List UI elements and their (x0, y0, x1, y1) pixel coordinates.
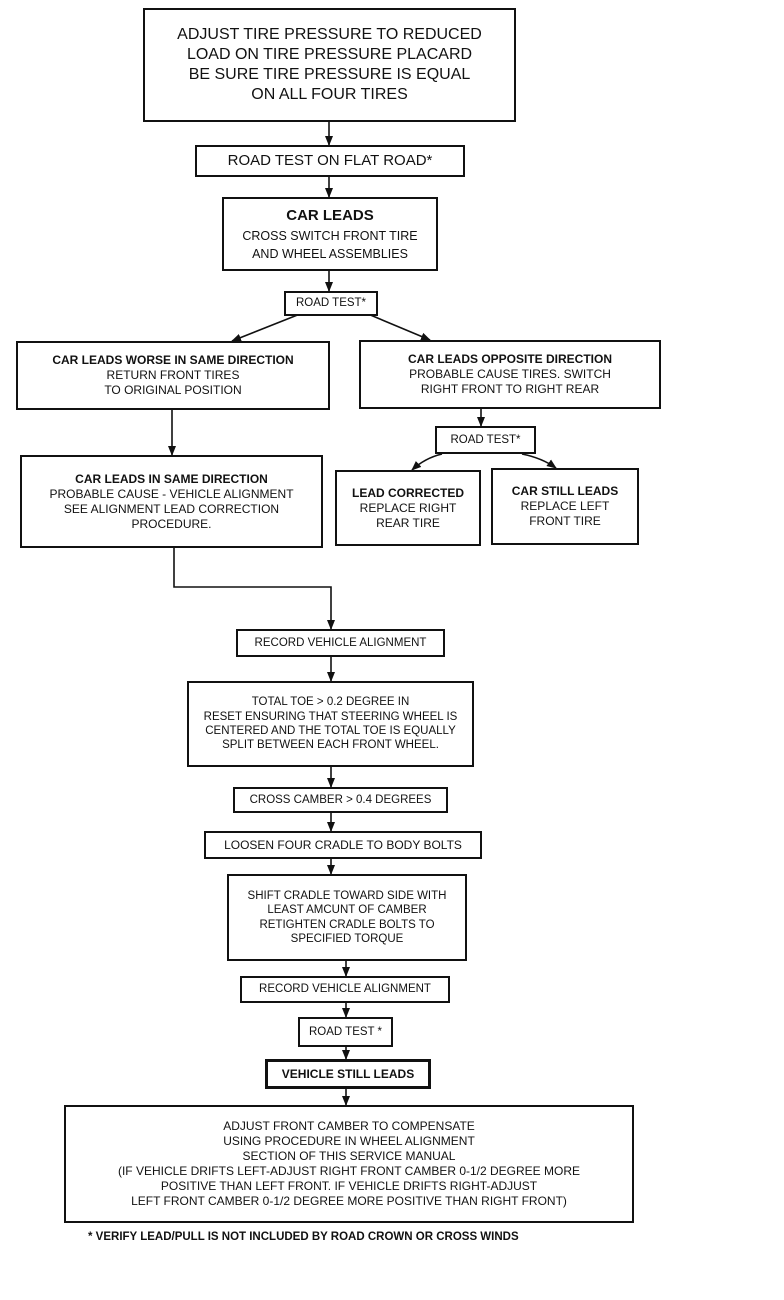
arrow-road-test-to-opposite (367, 313, 431, 341)
arrow-road-test-to-lead-corrected (411, 453, 443, 471)
total-toe-line: SPLIT BETWEEN EACH FRONT WHEEL. (222, 739, 439, 752)
arrow-road-test-to-worse (231, 313, 301, 342)
adjust-tire-pressure-box: ADJUST TIRE PRESSURE TO REDUCED LOAD ON … (143, 8, 516, 122)
leads-opposite-direction-box: CAR LEADS OPPOSITE DIRECTION PROBABLE CA… (359, 340, 661, 409)
total-toe-box: TOTAL TOE > 0.2 DEGREE IN RESET ENSURING… (187, 681, 474, 767)
road-test-box-3: ROAD TEST * (298, 1017, 393, 1047)
cross-camber-box: CROSS CAMBER > 0.4 DEGREES (233, 787, 448, 813)
adjust-tire-pressure-line: BE SURE TIRE PRESSURE IS EQUAL (188, 66, 471, 83)
leads-opposite-line: RIGHT FRONT TO RIGHT REAR (420, 382, 600, 396)
record-vehicle-alignment-box-2: RECORD VEHICLE ALIGNMENT (240, 976, 450, 1003)
lead-corrected-title: LEAD CORRECTED (351, 485, 464, 500)
leads-same-direction-title: CAR LEADS IN SAME DIRECTION (75, 471, 268, 486)
road-test-label: ROAD TEST * (308, 1025, 383, 1038)
vehicle-still-leads-box: VEHICLE STILL LEADS (265, 1059, 431, 1089)
road-test-box-2: ROAD TEST* (435, 426, 536, 454)
adjust-tire-pressure-line: ON ALL FOUR TIRES (251, 86, 408, 103)
leads-worse-line: TO ORIGINAL POSITION (104, 383, 242, 397)
record-vehicle-alignment-box-1: RECORD VEHICLE ALIGNMENT (236, 629, 445, 657)
lead-corrected-box: LEAD CORRECTED REPLACE RIGHT REAR TIRE (335, 470, 481, 546)
adjust-front-camber-line: USING PROCEDURE IN WHEEL ALIGNMENT (223, 1134, 475, 1148)
adjust-front-camber-line: LEFT FRONT CAMBER 0-1/2 DEGREE MORE POSI… (131, 1194, 567, 1208)
car-still-leads-box: CAR STILL LEADS REPLACE LEFT FRONT TIRE (491, 468, 639, 545)
adjust-tire-pressure-line: LOAD ON TIRE PRESSURE PLACARD (186, 46, 473, 63)
record-vehicle-alignment-label: RECORD VEHICLE ALIGNMENT (259, 983, 431, 996)
leads-same-direction-line: PROCEDURE. (131, 516, 212, 531)
adjust-front-camber-line: (IF VEHICLE DRIFTS LEFT-ADJUST RIGHT FRO… (117, 1164, 581, 1178)
road-test-label: ROAD TEST* (295, 297, 367, 310)
adjust-front-camber-line: ADJUST FRONT CAMBER TO COMPENSATE (223, 1119, 475, 1133)
lead-corrected-line: REPLACE RIGHT (359, 500, 457, 515)
leads-worse-title: CAR LEADS WORSE IN SAME DIRECTION (52, 353, 294, 367)
cross-camber-label: CROSS CAMBER > 0.4 DEGREES (249, 793, 432, 806)
road-test-label: ROAD TEST* (450, 433, 521, 446)
leads-same-direction-box: CAR LEADS IN SAME DIRECTION PROBABLE CAU… (20, 455, 323, 548)
adjust-front-camber-box: ADJUST FRONT CAMBER TO COMPENSATE USING … (64, 1105, 634, 1223)
footnote: * VERIFY LEAD/PULL IS NOT INCLUDED BY RO… (88, 1231, 519, 1243)
record-vehicle-alignment-label: RECORD VEHICLE ALIGNMENT (254, 636, 427, 649)
car-leads-line: AND WHEEL ASSEMBLIES (252, 246, 408, 261)
shift-cradle-line: RETIGHTEN CRADLE BOLTS TO (259, 918, 435, 931)
shift-cradle-line: SHIFT CRADLE TOWARD SIDE WITH (247, 889, 447, 902)
road-test-box-1: ROAD TEST* (284, 291, 378, 316)
shift-cradle-box: SHIFT CRADLE TOWARD SIDE WITH LEAST AMCU… (227, 874, 467, 961)
car-leads-title: CAR LEADS (286, 207, 374, 224)
arrow-same-direction-to-record (173, 548, 335, 630)
total-toe-line: RESET ENSURING THAT STEERING WHEEL IS (203, 710, 458, 723)
car-still-leads-line: REPLACE LEFT (520, 499, 610, 513)
leads-same-direction-line: SEE ALIGNMENT LEAD CORRECTION (63, 501, 280, 516)
shift-cradle-line: LEAST AMCUNT OF CAMBER (267, 904, 427, 917)
car-leads-box: CAR LEADS CROSS SWITCH FRONT TIRE AND WH… (222, 197, 438, 271)
leads-opposite-title: CAR LEADS OPPOSITE DIRECTION (407, 352, 613, 366)
car-leads-line: CROSS SWITCH FRONT TIRE (242, 228, 418, 243)
arrow-road-test-to-still-leads (521, 453, 557, 469)
adjust-front-camber-line: SECTION OF THIS SERVICE MANUAL (242, 1149, 456, 1163)
total-toe-line: TOTAL TOE > 0.2 DEGREE IN (251, 696, 410, 709)
leads-worse-same-direction-box: CAR LEADS WORSE IN SAME DIRECTION RETURN… (16, 341, 330, 410)
vehicle-still-leads-label: VEHICLE STILL LEADS (281, 1066, 415, 1081)
leads-opposite-line: PROBABLE CAUSE TIRES. SWITCH (409, 367, 611, 381)
total-toe-line: CENTERED AND THE TOTAL TOE IS EQUALLY (205, 725, 456, 737)
loosen-cradle-bolts-label: LOOSEN FOUR CRADLE TO BODY BOLTS (224, 837, 462, 852)
car-still-leads-line: FRONT TIRE (529, 514, 601, 528)
adjust-front-camber-line: POSITIVE THAN LEFT FRONT. IF VEHICLE DRI… (160, 1179, 538, 1193)
road-test-flat-road-box: ROAD TEST ON FLAT ROAD* (195, 145, 465, 177)
leads-same-direction-line: PROBABLE CAUSE - VEHICLE ALIGNMENT (49, 486, 294, 501)
leads-worse-line: RETURN FRONT TIRES (106, 368, 240, 382)
adjust-tire-pressure-line: ADJUST TIRE PRESSURE TO REDUCED (177, 26, 482, 43)
lead-corrected-line: REAR TIRE (376, 515, 440, 530)
road-test-flat-road-label: ROAD TEST ON FLAT ROAD* (227, 151, 433, 169)
car-still-leads-title: CAR STILL LEADS (511, 484, 619, 498)
shift-cradle-line: SPECIFIED TORQUE (290, 932, 404, 945)
loosen-cradle-bolts-box: LOOSEN FOUR CRADLE TO BODY BOLTS (204, 831, 482, 859)
